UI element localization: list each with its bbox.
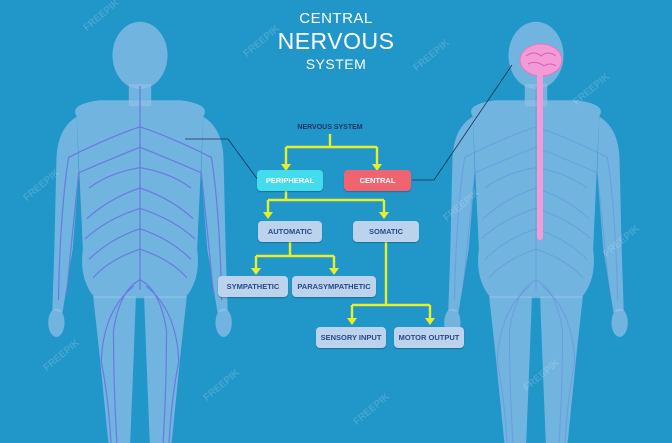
node-central: CENTRAL (344, 170, 411, 191)
title-line-2: NERVOUS (277, 28, 395, 54)
node-parasympathetic: PARASYMPATHETIC (292, 276, 376, 297)
node-somatic: SOMATIC (353, 221, 419, 242)
title-line-3: SYSTEM (305, 56, 367, 72)
node-sensory-input: SENSORY INPUT (316, 327, 386, 348)
node-motor-output: MOTOR OUTPUT (394, 327, 464, 348)
node-peripheral: PERIPHERAL (257, 170, 323, 191)
title-line-1: CENTRAL (299, 10, 373, 27)
node-nervous-system: NERVOUS SYSTEM (297, 124, 363, 131)
left-human-figure (48, 21, 232, 443)
spinal-cord (537, 70, 543, 240)
node-sympathetic: SYMPATHETIC (218, 276, 288, 297)
flow-arrows (254, 134, 432, 320)
node-automatic: AUTOMATIC (258, 221, 322, 242)
